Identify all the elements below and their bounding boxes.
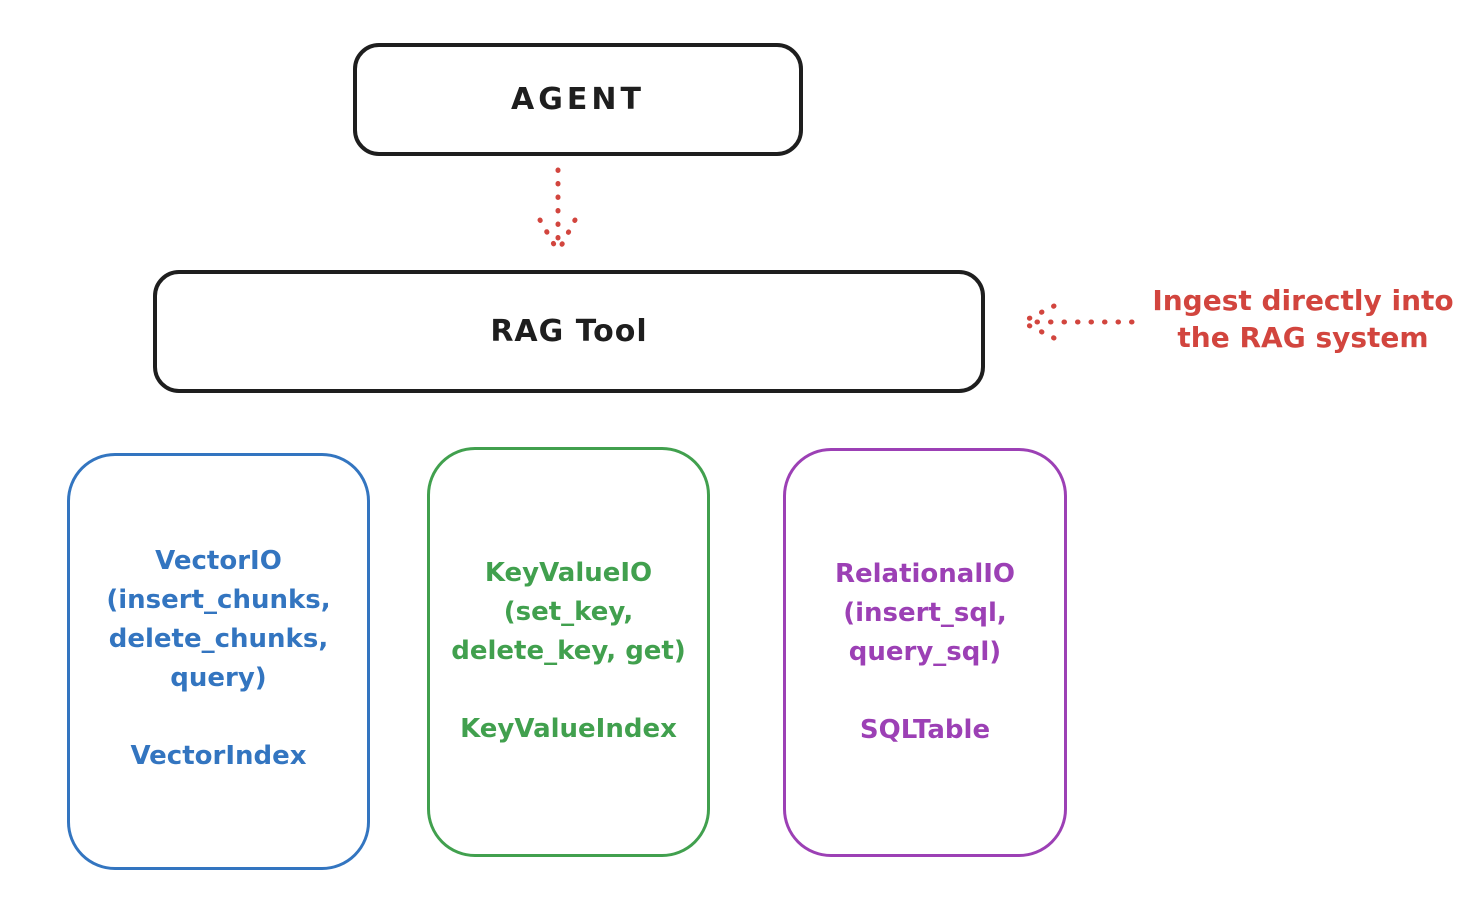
key-value-index-label: KeyValueIndex <box>460 714 677 744</box>
key-value-io-method-line-2: delete_key, get) <box>451 636 686 666</box>
vector-io-method-line-3: query) <box>170 663 267 693</box>
annotation-to-rag-tool-arrow <box>1023 303 1135 341</box>
node-vector-io: VectorIO (insert_chunks, delete_chunks, … <box>67 453 370 870</box>
sql-table-label: SQLTable <box>859 715 991 745</box>
vector-io-method-line-2: delete_chunks, <box>108 624 329 654</box>
node-relational-io: RelationalIO (insert_sql, query_sql) SQL… <box>783 448 1067 857</box>
relational-io-title: RelationalIO <box>834 559 1016 589</box>
node-agent: AGENT <box>353 43 803 156</box>
annotation-line-1: Ingest directly into <box>1152 284 1454 317</box>
vector-index-label: VectorIndex <box>130 741 307 771</box>
node-rag-tool: RAG Tool <box>153 270 985 393</box>
agent-to-rag-tool-arrow <box>537 167 578 253</box>
key-value-io-title: KeyValueIO <box>484 558 653 588</box>
node-key-value-io: KeyValueIO (set_key, delete_key, get) Ke… <box>427 447 710 857</box>
vector-io-title: VectorIO <box>155 546 282 576</box>
rag-tool-label: RAG Tool <box>490 314 648 349</box>
relational-io-method-line-1: (insert_sql, <box>843 598 1007 628</box>
key-value-io-method-line-1: (set_key, <box>503 597 634 627</box>
annotation-ingest-note: Ingest directly into the RAG system <box>1138 282 1468 356</box>
agent-label: AGENT <box>511 82 645 117</box>
vector-io-method-line-1: (insert_chunks, <box>106 585 331 615</box>
annotation-line-2: the RAG system <box>1177 321 1429 354</box>
relational-io-method-line-2: query_sql) <box>848 637 1002 667</box>
